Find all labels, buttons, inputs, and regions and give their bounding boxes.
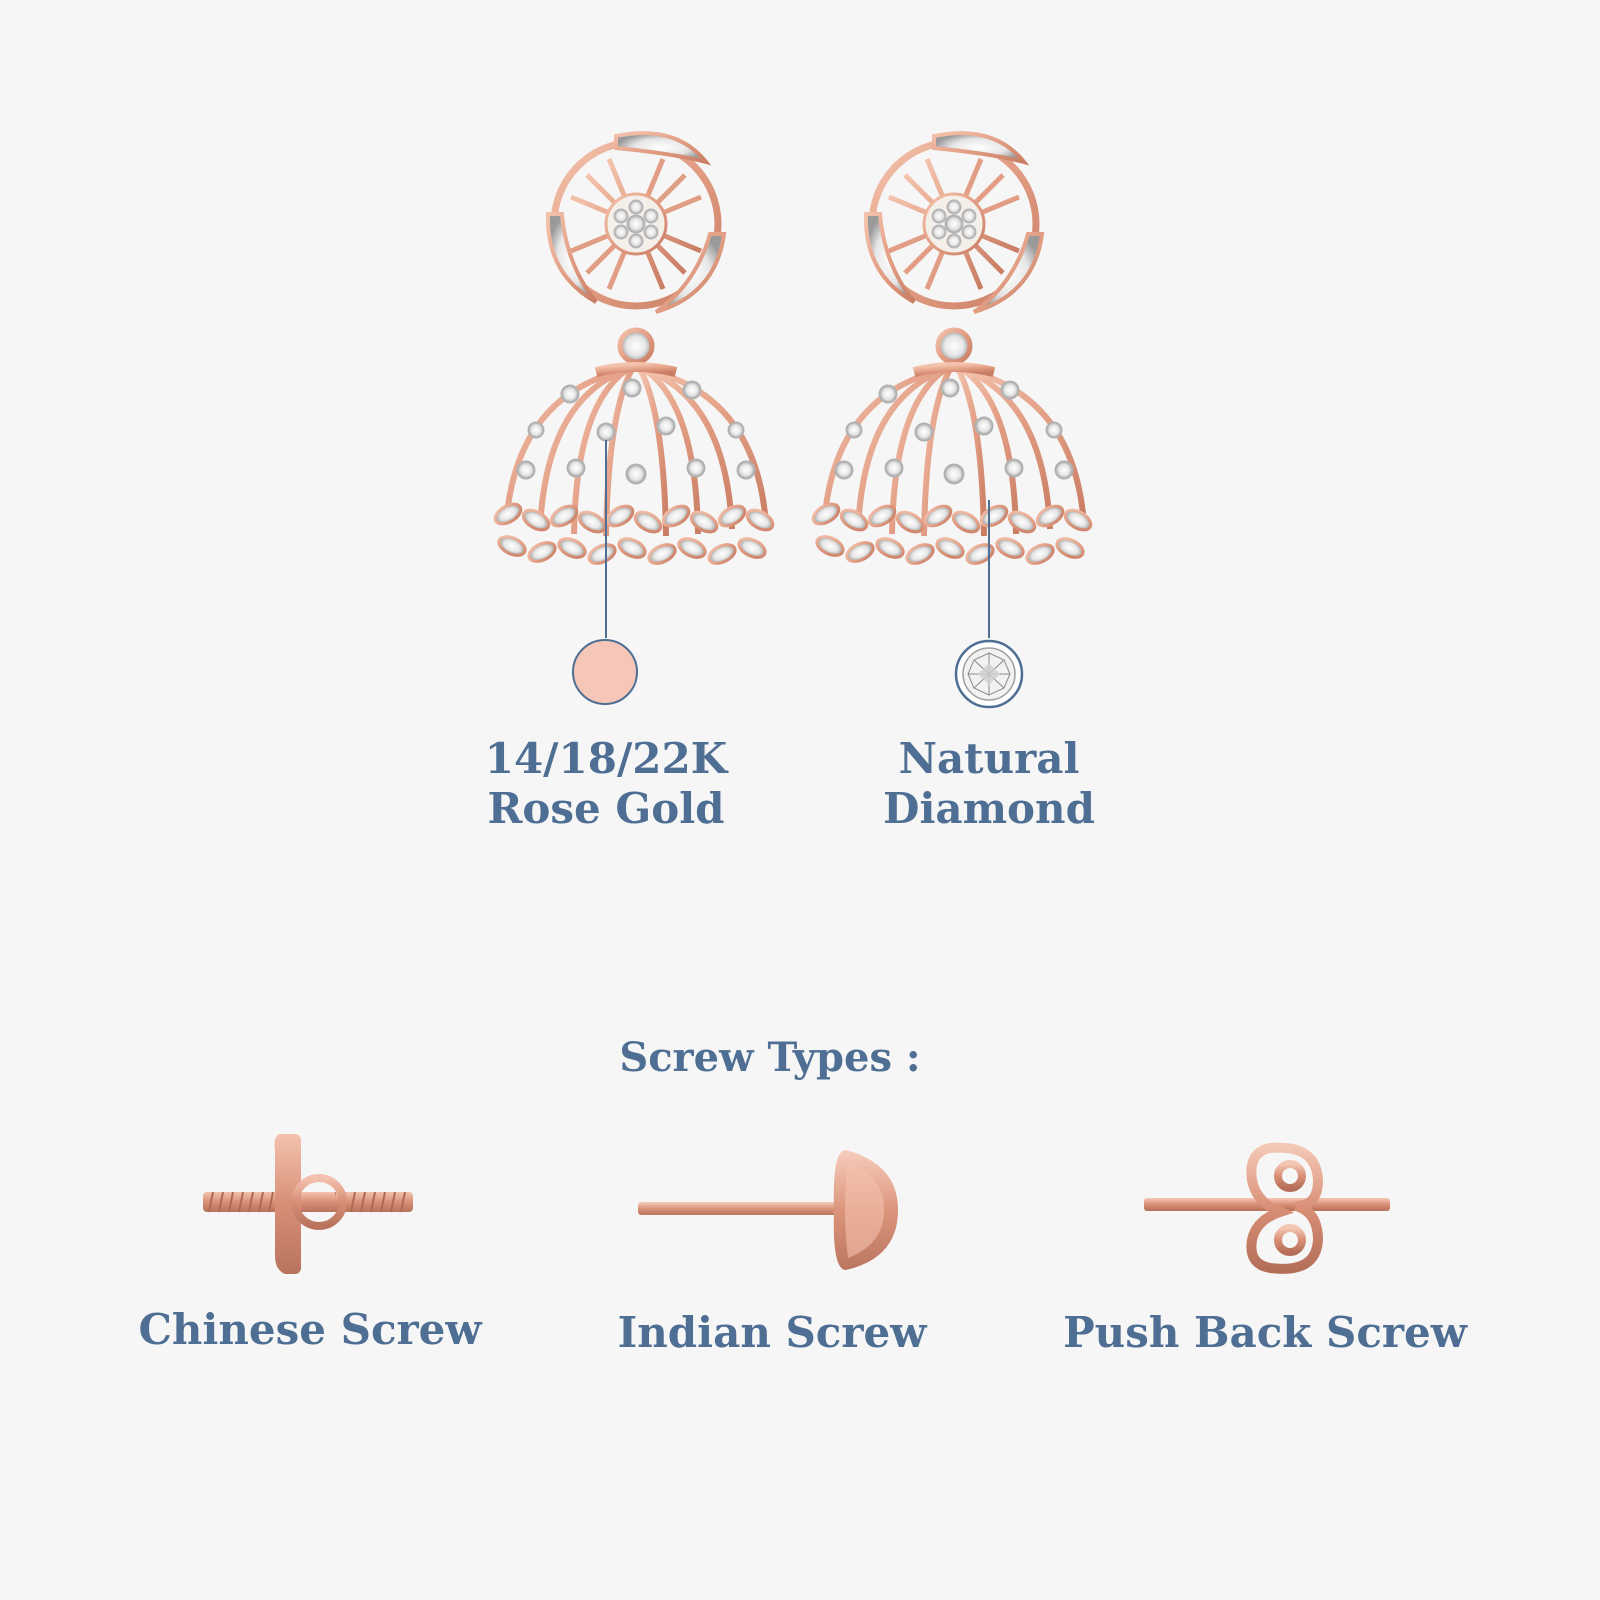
left-earring	[492, 133, 776, 567]
indian-screw-label: Indian Screw	[617, 1308, 927, 1357]
diamond-stone: Diamond	[883, 784, 1095, 833]
rose-gold-metal: Rose Gold	[487, 784, 725, 833]
rose-gold-label: 14/18/22K Rose Gold	[456, 734, 756, 834]
diamond-label: Natural Diamond	[839, 734, 1139, 834]
rose-gold-leader-line	[605, 440, 607, 638]
diamond-icon	[954, 639, 1024, 709]
diamond-leader-line	[988, 500, 990, 638]
diamond-type: Natural	[898, 734, 1080, 783]
chinese-screw-label: Chinese Screw	[138, 1305, 482, 1354]
rose-gold-swatch	[572, 639, 638, 705]
right-earring	[810, 133, 1094, 567]
screw-types-heading: Screw Types :	[619, 1034, 921, 1081]
rose-gold-karat: 14/18/22K	[484, 734, 728, 783]
indian-screw-icon	[638, 1150, 898, 1270]
chinese-screw-icon	[203, 1134, 413, 1274]
push-back-screw-label: Push Back Screw	[1063, 1308, 1467, 1357]
push-back-screw-icon	[1144, 1142, 1390, 1274]
